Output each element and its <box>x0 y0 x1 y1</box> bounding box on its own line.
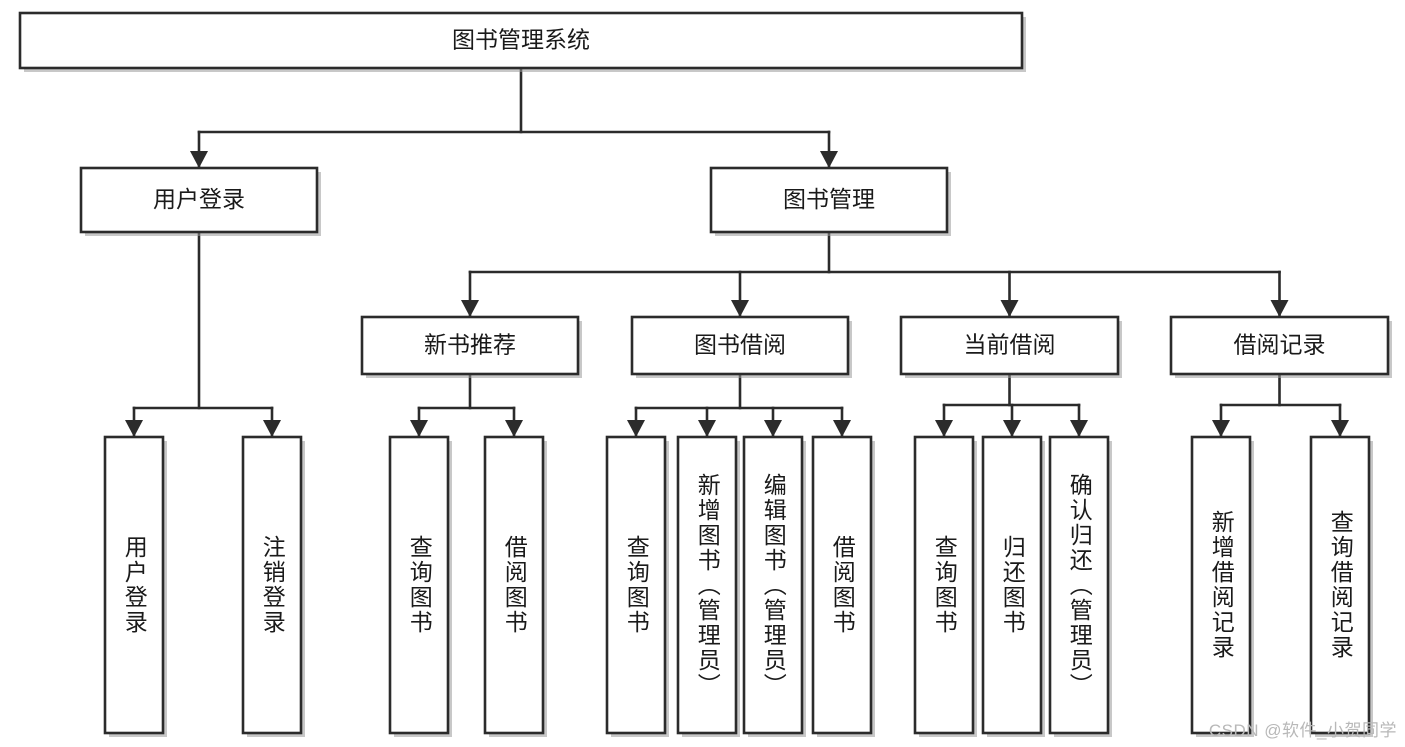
node-label-book-management: 图书管理 <box>783 186 875 212</box>
node-box-leaf-add-book-admin[interactable] <box>676 435 738 735</box>
node-box-leaf-query-borrow-record[interactable] <box>1309 435 1371 735</box>
arrow-head-icon <box>1331 420 1349 437</box>
node-box-book-management[interactable] <box>709 166 949 234</box>
arrow-head-icon <box>125 420 143 437</box>
node-label-borrow-record: 借阅记录 <box>1234 332 1326 358</box>
node-box-leaf-add-borrow-record[interactable] <box>1190 435 1252 735</box>
node-box-leaf-user-login[interactable] <box>103 435 165 735</box>
node-box-leaf-edit-book-admin[interactable] <box>742 435 804 735</box>
node-label-current-borrow: 当前借阅 <box>964 332 1056 358</box>
node-box-root[interactable] <box>18 11 1024 70</box>
node-box-leaf-query-book-3[interactable] <box>913 435 975 735</box>
arrow-head-icon <box>935 420 953 437</box>
node-box-leaf-query-book-2[interactable] <box>605 435 667 735</box>
arrow-head-icon <box>263 420 281 437</box>
watermark-text: CSDN @软件_小贺同学 <box>1208 721 1397 740</box>
node-label-root: 图书管理系统 <box>452 27 590 53</box>
arrow-head-icon <box>505 420 523 437</box>
arrow-head-icon <box>1212 420 1230 437</box>
node-box-leaf-return-book[interactable] <box>981 435 1043 735</box>
node-box-user-login[interactable] <box>79 166 319 234</box>
arrow-head-icon <box>1003 420 1021 437</box>
node-box-borrow-record[interactable] <box>1169 315 1390 376</box>
arrow-head-icon <box>1070 420 1088 437</box>
arrow-head-icon <box>820 151 838 168</box>
arrow-head-icon <box>1270 300 1289 317</box>
node-box-book-borrow[interactable] <box>630 315 850 376</box>
node-box-leaf-query-book-1[interactable] <box>388 435 450 735</box>
nodes-layer <box>18 11 1392 737</box>
node-label-book-borrow: 图书借阅 <box>694 332 786 358</box>
node-box-new-book-recommend[interactable] <box>360 315 580 376</box>
node-box-leaf-borrow-book-1[interactable] <box>483 435 545 735</box>
arrow-head-icon <box>1000 300 1019 317</box>
arrow-head-icon <box>764 420 782 437</box>
node-box-leaf-borrow-book-2[interactable] <box>811 435 873 735</box>
arrow-head-icon <box>190 151 208 168</box>
arrow-head-icon <box>731 300 749 317</box>
node-label-new-book-recommend: 新书推荐 <box>424 332 516 358</box>
node-box-leaf-logout-login[interactable] <box>241 435 303 735</box>
arrow-head-icon <box>410 420 428 437</box>
node-box-leaf-confirm-return[interactable] <box>1048 435 1110 735</box>
node-label-user-login: 用户登录 <box>153 186 245 212</box>
arrow-head-icon <box>461 300 479 317</box>
arrow-head-icon <box>698 420 716 437</box>
edges-layer <box>125 66 1349 439</box>
arrow-head-icon <box>627 420 645 437</box>
arrow-head-icon <box>833 420 851 437</box>
node-box-current-borrow[interactable] <box>899 315 1120 376</box>
